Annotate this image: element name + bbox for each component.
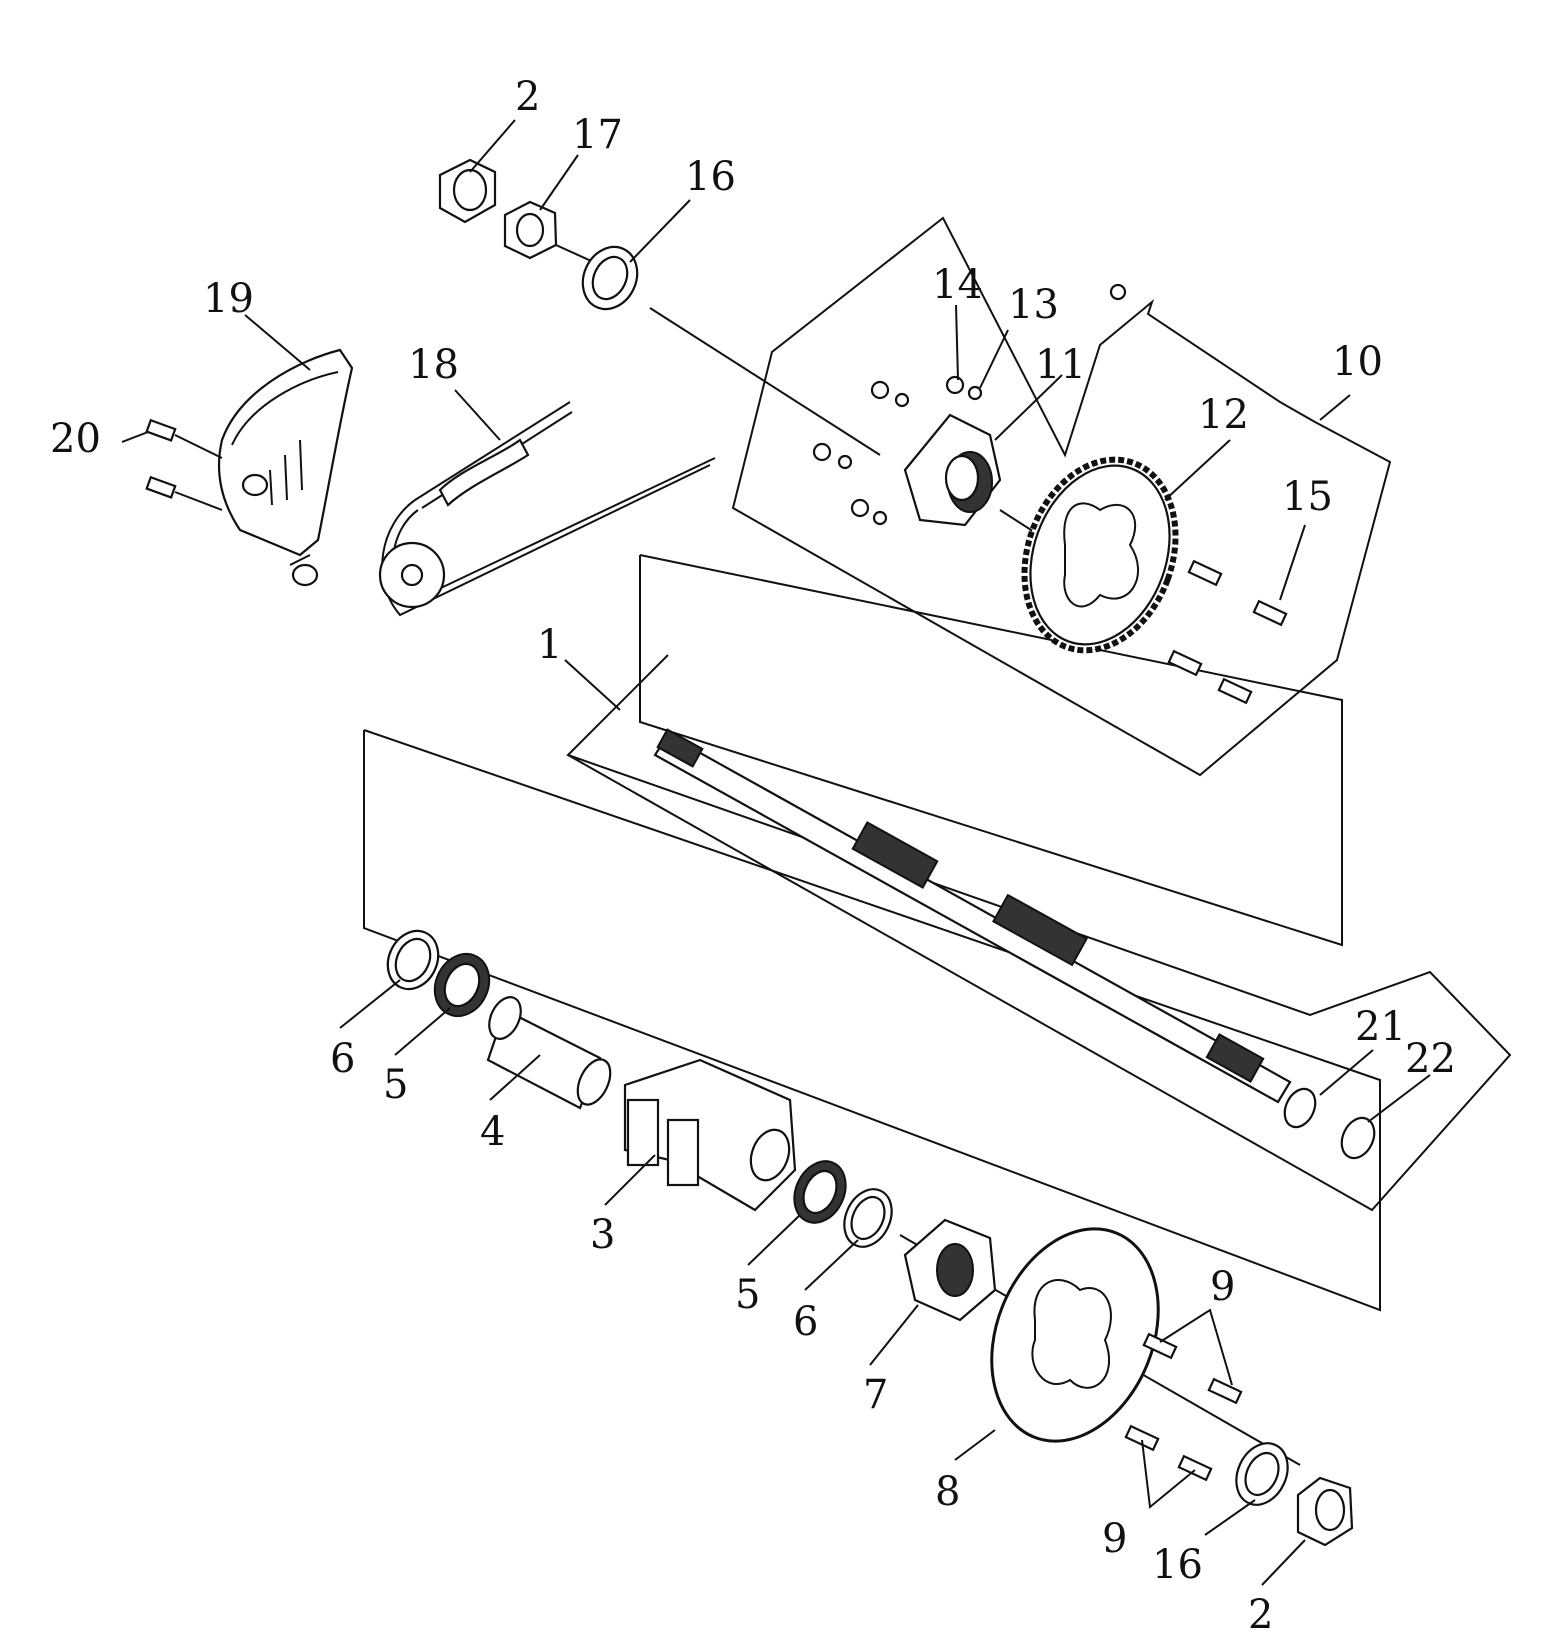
sprocket-bolts — [1167, 559, 1288, 705]
washer-bottom — [1235, 1442, 1289, 1506]
callout-13: 13 — [1008, 282, 1059, 328]
callout-10: 10 — [1332, 339, 1383, 385]
callout-11: 11 — [1035, 342, 1086, 388]
axle-shaft — [653, 728, 1292, 1104]
snap-rings — [1283, 1087, 1376, 1160]
callout-18: 18 — [408, 342, 459, 388]
callout-21: 21 — [1355, 1004, 1406, 1050]
callout-12: 12 — [1198, 392, 1249, 438]
callout-8: 8 — [935, 1469, 960, 1515]
sprocket-group-outline — [731, 216, 1392, 777]
axle-centerline-top2 — [649, 307, 881, 456]
callout-6-right: 6 — [793, 1299, 818, 1345]
axle-group-outline — [639, 554, 1343, 947]
callout-16-top: 16 — [685, 154, 736, 200]
callout-1: 1 — [537, 622, 562, 668]
right-bearing-set — [793, 1160, 893, 1248]
callout-14: 14 — [932, 262, 983, 308]
drive-chain — [378, 401, 716, 617]
callout-2-bottom: 2 — [1248, 1592, 1273, 1638]
callout-5-left: 5 — [383, 1062, 408, 1108]
callout-2-top: 2 — [515, 74, 540, 120]
callout-16-bottom: 16 — [1152, 1542, 1203, 1588]
lock-nut — [503, 200, 558, 260]
leader-lines — [121, 119, 1431, 1586]
axle-housing — [623, 1058, 797, 1212]
hex-nut-bottom — [1296, 1476, 1354, 1547]
hub-nuts — [812, 283, 1127, 526]
disc-bolts — [1124, 1332, 1243, 1482]
callout-15: 15 — [1282, 474, 1333, 520]
brake-disc — [990, 1227, 1160, 1443]
callout-9-bottom: 9 — [1102, 1516, 1127, 1562]
callout-4: 4 — [480, 1109, 505, 1155]
callout-6-left: 6 — [330, 1036, 355, 1082]
rear-sprocket — [1021, 456, 1179, 654]
brake-hub — [903, 1218, 997, 1322]
spacer-tube — [486, 996, 612, 1110]
callout-7: 7 — [863, 1372, 888, 1418]
callout-3: 3 — [590, 1212, 615, 1258]
callout-22: 22 — [1405, 1036, 1456, 1082]
guard-bolts — [145, 418, 223, 511]
sprocket-hub — [903, 413, 1002, 527]
callout-17: 17 — [572, 112, 623, 158]
callout-labels: 2 17 16 19 18 20 14 13 11 10 12 15 1 21 … — [50, 74, 1456, 1638]
hex-nut-top — [438, 158, 497, 224]
callout-5-right: 5 — [735, 1272, 760, 1318]
callout-20: 20 — [50, 416, 101, 462]
callout-19: 19 — [203, 276, 254, 322]
callout-9-top: 9 — [1210, 1264, 1235, 1310]
left-bearing-set — [386, 929, 491, 1018]
washer-top — [581, 245, 639, 311]
chain-guard — [217, 348, 354, 587]
axle-inner-outline — [566, 654, 1512, 1212]
